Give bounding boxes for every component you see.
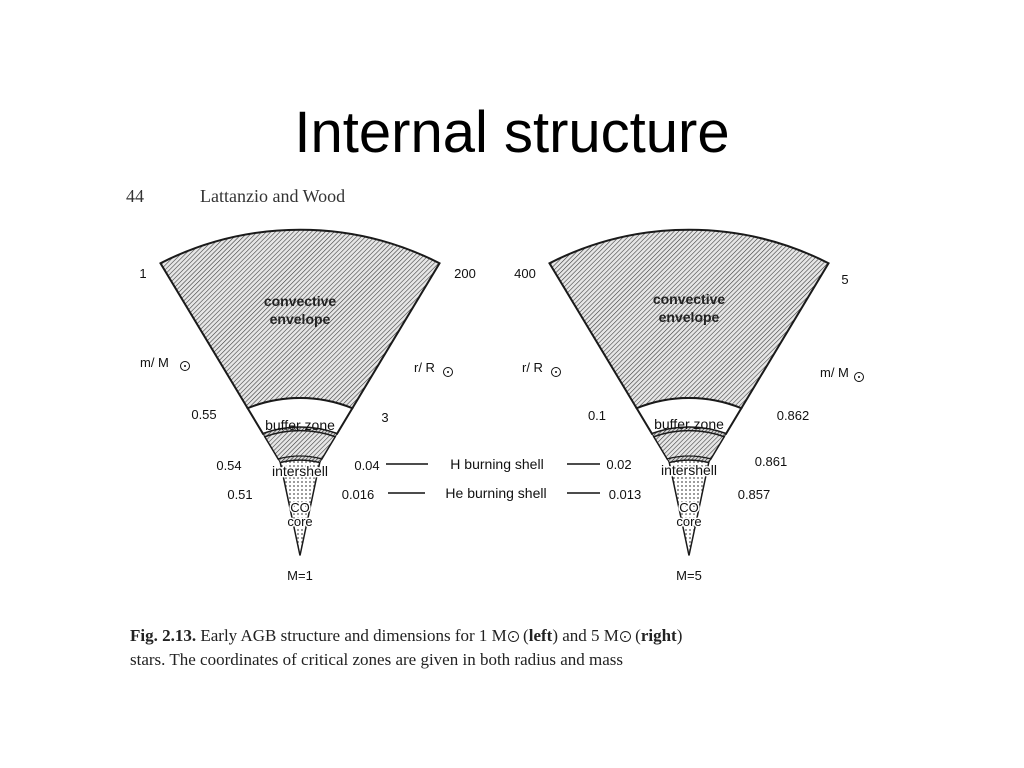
mass-buffer-label: 0.55 [191, 407, 216, 422]
caption-text-1: Early AGB structure and dimensions for 1 [200, 626, 488, 645]
solar-symbol-dot [447, 371, 449, 373]
core-label-line2: core [676, 514, 701, 529]
envelope-label-line2: envelope [270, 311, 331, 327]
mass-axis-text: m/ M [140, 355, 169, 370]
solar-symbol-dot [555, 371, 557, 373]
caption-paren-open-2: ( [635, 626, 641, 645]
mass-top-label: 1 [139, 266, 146, 281]
solar-symbol-icon [551, 367, 561, 377]
solar-symbol-icon [443, 367, 453, 377]
wedge-left: convective envelope buffer zone intershe… [139, 228, 476, 583]
wedge-right: convective envelope buffer zone intershe… [514, 228, 864, 583]
caption-line-2: stars. The coordinates of critical zones… [130, 650, 624, 669]
caption-m-2: M [603, 626, 619, 645]
mass-axis-label: m/ M [820, 365, 849, 380]
figure-caption: Fig. 2.13. Early AGB structure and dimen… [130, 624, 890, 672]
caption-line-1: Fig. 2.13. Early AGB structure and dimen… [130, 624, 890, 648]
radius-axis-text: r/ R [414, 360, 435, 375]
envelope-label-line1: convective [653, 291, 726, 307]
buffer-zone-label: buffer zone [265, 417, 335, 433]
core-label-line2: core [287, 514, 312, 529]
solar-symbol-icon [619, 631, 631, 642]
h-burning-shell-label: H burning shell [450, 456, 543, 472]
intershell-label: intershell [272, 463, 328, 479]
co-core-zone [668, 459, 710, 556]
slide-title: Internal structure [294, 100, 730, 165]
mass-axis-label: m/ M [140, 355, 169, 370]
stellar-mass-label: M=5 [676, 568, 702, 583]
radius-intershell-label: 0.04 [354, 458, 379, 473]
stellar-mass-label: M=1 [287, 568, 313, 583]
solar-symbol-icon [507, 631, 519, 642]
intershell-label: intershell [661, 462, 717, 478]
page-number: 44 [126, 186, 144, 206]
caption-paren-close: ) [676, 626, 683, 645]
envelope-label-line2: envelope [659, 309, 720, 325]
solar-symbol-icon [180, 361, 190, 371]
solar-symbol-dot [184, 365, 186, 367]
radius-buffer-label: 0.1 [588, 408, 606, 423]
core-label-line1: CO [679, 500, 699, 515]
radius-top-label: 200 [454, 266, 476, 281]
buffer-zone-label: buffer zone [654, 416, 724, 432]
intershell-zone [263, 429, 337, 460]
mass-top-label: 5 [841, 272, 848, 287]
core-label-line1: CO [290, 500, 310, 515]
caption-text-3: ) and 5 [552, 626, 600, 645]
book-page-header: 44 Lattanzio and Wood [126, 186, 526, 212]
radius-axis-text: r/ R [522, 360, 543, 375]
radius-top-label: 400 [514, 266, 536, 281]
caption-m-1: M [491, 626, 507, 645]
mass-intershell-label: 0.861 [755, 454, 788, 469]
running-head-authors: Lattanzio and Wood [200, 186, 346, 206]
he-burning-shell-label: He burning shell [445, 485, 546, 501]
radius-core-label: 0.016 [342, 487, 375, 502]
radius-axis-label: r/ R [414, 360, 435, 375]
solar-symbol-icon [854, 372, 864, 382]
radius-axis-label: r/ R [522, 360, 543, 375]
mass-core-label: 0.857 [738, 487, 771, 502]
mass-axis-text: m/ M [820, 365, 849, 380]
solar-symbol-dot [858, 376, 860, 378]
co-core-zone [279, 459, 321, 556]
caption-right-word: right [640, 626, 677, 645]
mass-intershell-label: 0.54 [216, 458, 241, 473]
radius-intershell-label: 0.02 [606, 457, 631, 472]
mass-buffer-label: 0.862 [777, 408, 810, 423]
mass-core-label: 0.51 [227, 487, 252, 502]
caption-left-word: left [528, 626, 553, 645]
caption-fig-number: Fig. 2.13. [130, 626, 197, 645]
caption-paren-open-1: ( [523, 626, 529, 645]
radius-buffer-label: 3 [381, 410, 388, 425]
intershell-zone [652, 429, 726, 460]
shell-connectors: H burning shell He burning shell [386, 456, 600, 501]
envelope-label-line1: convective [264, 293, 337, 309]
radius-core-label: 0.013 [609, 487, 642, 502]
